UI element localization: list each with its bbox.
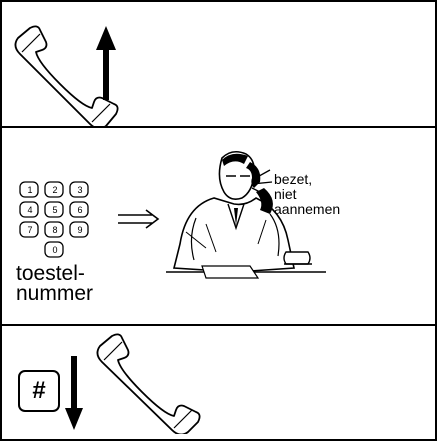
step-hang-up: # — [2, 326, 435, 439]
key-5: 5 — [52, 205, 57, 215]
extension-label: toestel- nummer — [16, 262, 94, 305]
extension-label-line1: toestel- — [16, 262, 85, 285]
handset-icon — [14, 25, 119, 128]
key-0: 0 — [52, 245, 57, 255]
keypad-icon: 1 2 3 4 5 6 7 8 9 0 — [19, 181, 89, 258]
handset-icon — [96, 333, 201, 434]
double-arrow-right-icon — [118, 209, 160, 229]
step-lift-handset — [2, 2, 435, 128]
key-1: 1 — [27, 185, 32, 195]
arrow-up-icon — [96, 26, 116, 100]
key-6: 6 — [77, 205, 82, 215]
speech-bubble-line1: bezet, — [274, 171, 313, 187]
key-8: 8 — [52, 225, 57, 235]
speech-lines-icon — [251, 169, 273, 197]
hash-key-label: # — [32, 377, 46, 404]
divider-2 — [2, 324, 435, 326]
speech-bubble-line2: niet — [274, 186, 297, 202]
divider-1 — [2, 126, 435, 128]
extension-label-line2: nummer — [16, 282, 94, 305]
key-9: 9 — [77, 225, 82, 235]
step-dial-extension: 1 2 3 4 5 6 7 8 9 0 toestel- nummer — [2, 128, 435, 322]
speech-bubble-line3: aannemen — [274, 201, 341, 217]
speech-bubble-text: bezet, niet aannemen — [274, 172, 340, 217]
hash-key-icon: # — [18, 370, 60, 412]
arrow-down-icon — [65, 356, 83, 430]
key-7: 7 — [27, 225, 32, 235]
key-2: 2 — [52, 185, 57, 195]
key-4: 4 — [27, 205, 32, 215]
person-on-phone-icon — [166, 150, 326, 279]
key-3: 3 — [77, 185, 82, 195]
